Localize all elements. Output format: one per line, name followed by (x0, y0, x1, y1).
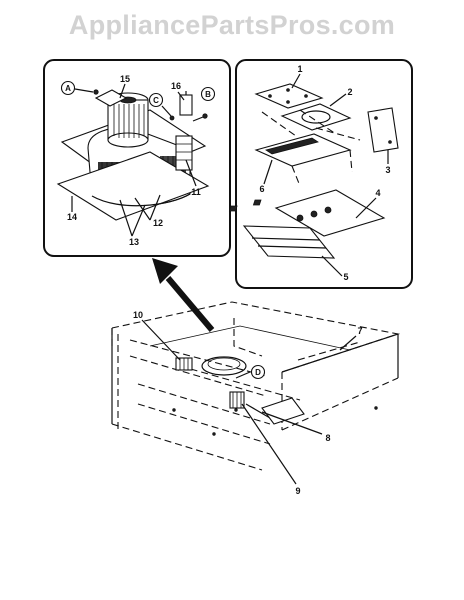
control-detail-panel (235, 59, 413, 289)
callout-3: 3 (385, 165, 390, 175)
control-assembly (228, 83, 399, 259)
callout-16: 16 (171, 81, 181, 91)
watermark-text: AppliancePartsPros.com (68, 10, 396, 40)
svg-text:D: D (255, 368, 261, 377)
motor (107, 92, 149, 148)
detail-arrow (152, 258, 215, 332)
callout-2: 2 (347, 87, 352, 97)
callout-5: 5 (343, 272, 348, 282)
callout-8: 8 (325, 433, 330, 443)
callout-1: 1 (297, 64, 302, 74)
callout-13: 13 (129, 237, 139, 247)
circled-ref-c: C (148, 92, 164, 108)
blower-detail-panel (43, 59, 231, 257)
svg-text:B: B (205, 90, 211, 99)
circled-ref-d: D (250, 364, 266, 380)
callout-7: 7 (357, 326, 362, 336)
part-2-frame (280, 103, 352, 131)
callout-4: 4 (375, 188, 380, 198)
callout-12: 12 (153, 218, 163, 228)
blower-assembly (56, 88, 210, 221)
part-4-overlay (274, 189, 386, 237)
callout-9: 9 (295, 486, 300, 496)
part-8-bracket (261, 397, 305, 425)
svg-text:A: A (65, 84, 71, 93)
leader-lines-cabinet (141, 319, 357, 485)
circled-ref-b: B (200, 86, 216, 102)
part-1-plate (254, 83, 324, 109)
svg-text:C: C (153, 96, 159, 105)
callout-6: 6 (259, 184, 264, 194)
circled-ref-a: A (60, 80, 76, 96)
callout-11: 11 (191, 187, 201, 197)
callout-15: 15 (120, 74, 130, 84)
cabinet-assembly (111, 301, 401, 471)
callout-10: 10 (133, 310, 143, 320)
callout-14: 14 (67, 212, 77, 222)
leader-lines-right (263, 73, 389, 277)
leader-lines-left (71, 83, 197, 237)
part-3-bracket (367, 107, 399, 153)
